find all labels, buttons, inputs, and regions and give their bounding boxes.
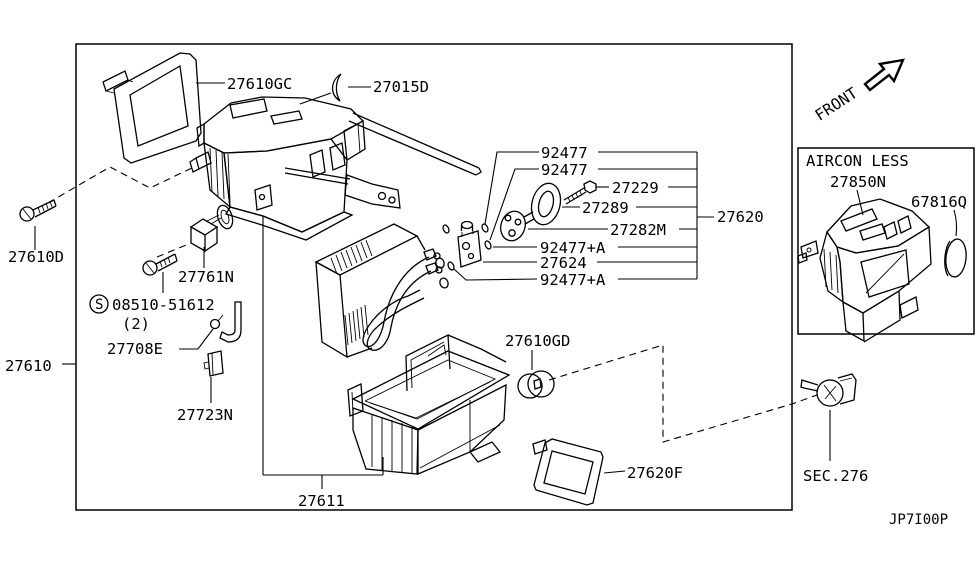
sec-276-reference: SEC.276	[803, 467, 868, 485]
upper-case-drawing	[189, 96, 482, 241]
part-label-27850n: 27850N	[830, 173, 886, 191]
main-diagram-frame	[75, 43, 793, 511]
bolt-27229-drawing	[563, 180, 597, 205]
part-label-27723n: 27723N	[177, 406, 233, 424]
connector-27761N-drawing	[189, 214, 222, 253]
part-label-67816q: 67816Q	[911, 193, 967, 211]
lower-case-drawing	[347, 333, 511, 475]
part-label-92477a-1: 92477+A	[540, 239, 606, 257]
screw-08510-drawing	[142, 253, 178, 276]
part-label-92477-1: 92477	[541, 144, 588, 162]
part-label-92477a-2: 92477+A	[540, 271, 606, 289]
hardware-symbol: S	[95, 297, 103, 313]
leader-lines	[34, 82, 958, 489]
part-label-27761n: 27761N	[178, 268, 234, 286]
part-label-27610gc: 27610GC	[227, 75, 292, 93]
part-label-27620: 27620	[717, 208, 764, 226]
part-label-27229: 27229	[612, 179, 659, 197]
hardware-qty: (2)	[122, 315, 150, 333]
screw-27610D-drawing	[19, 199, 57, 222]
hardware-note: S 08510-51612 (2)	[89, 294, 215, 333]
grommet-27610GD-drawing	[517, 370, 555, 399]
hardware-number: 08510-51612	[112, 296, 215, 314]
o-rings-92477-drawing	[442, 223, 492, 271]
circled-s-icon	[89, 294, 109, 314]
flange-27282M-drawing	[500, 210, 535, 242]
part-label-27610d: 27610D	[8, 248, 64, 266]
pad-67816Q-drawing	[944, 238, 967, 278]
drain-27708E-drawing	[209, 301, 242, 343]
gasket-27289-drawing	[530, 182, 562, 226]
aircon-less-title: AIRCON LESS	[806, 152, 909, 170]
front-label: FRONT	[812, 84, 861, 125]
part-label-27610gd: 27610GD	[505, 332, 570, 350]
clip-27723N-drawing	[203, 350, 224, 377]
part-label-27708e: 27708E	[107, 340, 163, 358]
clip-27015D-drawing	[331, 73, 342, 102]
seal-frame-27610GC-drawing	[102, 52, 202, 164]
seal-27620F-drawing	[532, 438, 604, 506]
aircon-less-frame	[797, 147, 975, 335]
part-label-27620f: 27620F	[627, 464, 683, 482]
part-label-27282m: 27282M	[610, 221, 666, 239]
part-label-27015d: 27015D	[373, 78, 429, 96]
aircon-less-unit-drawing	[797, 198, 932, 343]
part-labels: 27610GC 27015D 92477 92477 27229 27289 2…	[5, 75, 967, 510]
doc-code: JP7I00P	[889, 512, 948, 528]
part-label-92477-2: 92477	[541, 161, 588, 179]
part-label-27610: 27610	[5, 357, 52, 375]
sec276-sensor-drawing	[800, 373, 857, 407]
evaporator-core-drawing	[314, 223, 449, 359]
part-label-27624: 27624	[540, 254, 587, 272]
expansion-valve-27624-drawing	[457, 220, 482, 268]
part-label-27289: 27289	[582, 199, 629, 217]
part-label-27611: 27611	[298, 492, 345, 510]
front-direction-arrow	[863, 58, 905, 92]
